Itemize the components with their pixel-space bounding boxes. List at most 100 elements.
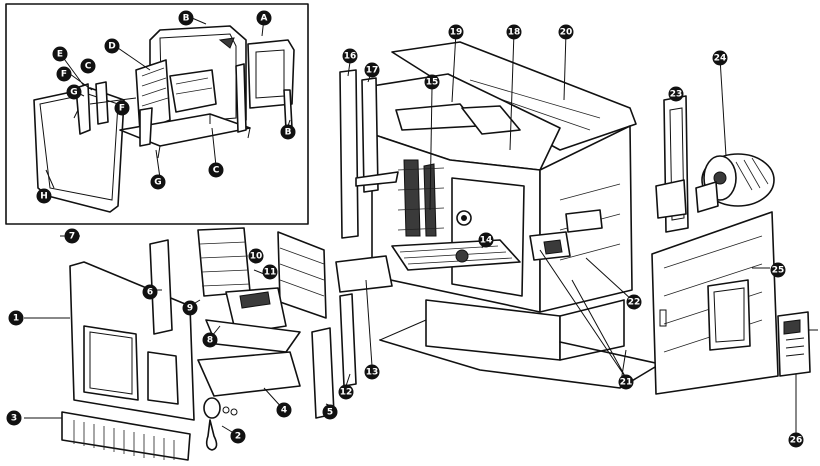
callout-25: 25 [770, 262, 786, 278]
callout-6: 6 [142, 284, 158, 300]
callout-c1: C [80, 58, 96, 74]
callout-text: 26 [790, 436, 803, 446]
callout-text: 15 [426, 78, 439, 88]
callout-f2: F [114, 100, 130, 116]
callout-text: G [154, 178, 161, 188]
callout-22: 22 [626, 294, 642, 310]
callout-text: 5 [327, 408, 333, 418]
callout-marker [8, 310, 24, 326]
callout-text: 2 [235, 432, 241, 442]
callout-text: A [261, 14, 268, 24]
callout-g2: G [150, 174, 166, 190]
front-door [61, 261, 195, 461]
firebrick-liners [197, 227, 393, 397]
callout-marker [178, 10, 194, 26]
callout-text: 24 [714, 54, 727, 64]
callout-marker [248, 248, 264, 264]
callout-text: 22 [628, 298, 641, 308]
callout-19: 19 [448, 24, 464, 40]
callout-marker [618, 374, 634, 390]
callout-marker [478, 232, 494, 248]
callout-text: B [285, 128, 292, 138]
callout-26: 26 [788, 432, 804, 448]
callout-text: H [40, 192, 48, 202]
callout-marker [788, 432, 804, 448]
callout-text: E [57, 50, 63, 60]
callout-marker [114, 100, 130, 116]
callout-marker [276, 402, 292, 418]
callout-15: 15 [424, 74, 440, 90]
callout-f1: F [56, 66, 72, 82]
callout-text: 21 [620, 378, 633, 388]
callout-h: H [36, 188, 52, 204]
callout-marker [52, 46, 68, 62]
callout-marker [150, 174, 166, 190]
inset-detail-box [5, 3, 309, 225]
callout-marker [626, 294, 642, 310]
callout-marker [208, 162, 224, 178]
callout-marker [280, 124, 296, 140]
callout-text: 7 [69, 232, 75, 242]
callout-text: 3 [11, 414, 17, 424]
callout-marker [364, 364, 380, 380]
callout-marker [448, 24, 464, 40]
callout-c2: C [208, 162, 224, 178]
callout-marker [104, 38, 120, 54]
callout-marker [56, 66, 72, 82]
callout-1: 1 [8, 310, 24, 326]
callout-11: 11 [262, 264, 278, 280]
door-handle [203, 397, 238, 451]
callout-text: C [213, 166, 220, 176]
callout-marker [342, 48, 358, 64]
callout-d: D [104, 38, 120, 54]
callout-marker [6, 410, 22, 426]
callout-text: 20 [560, 28, 573, 38]
callout-text: 19 [450, 28, 463, 38]
callout-text: 25 [772, 266, 785, 276]
callout-marker [424, 74, 440, 90]
callout-marker [262, 264, 278, 280]
blower-assembly [655, 95, 775, 233]
callout-text: 12 [340, 388, 353, 398]
callout-4: 4 [276, 402, 292, 418]
callout-marker [182, 300, 198, 316]
callout-marker [66, 84, 82, 100]
callout-marker [36, 188, 52, 204]
callout-21: 21 [618, 374, 634, 390]
callout-text: C [85, 62, 92, 72]
callout-text: 8 [207, 336, 213, 346]
callout-text: D [108, 42, 115, 52]
callout-marker [338, 384, 354, 400]
callout-text: F [61, 70, 67, 80]
callout-marker [364, 62, 380, 78]
callout-20: 20 [558, 24, 574, 40]
callout-text: F [119, 104, 125, 114]
callout-b2: B [280, 124, 296, 140]
callout-text: 6 [147, 288, 153, 298]
callout-b1: B [178, 10, 194, 26]
callout-marker [558, 24, 574, 40]
callout-text: 10 [250, 252, 263, 262]
callout-5: 5 [322, 404, 338, 420]
callout-a: A [256, 10, 272, 26]
callout-marker [202, 332, 218, 348]
callout-marker [322, 404, 338, 420]
callout-text: B [183, 14, 190, 24]
callout-text: 16 [344, 52, 357, 62]
callout-marker [80, 58, 96, 74]
callout-marker [64, 228, 80, 244]
callout-marker [142, 284, 158, 300]
callout-text: 4 [281, 406, 287, 416]
callout-text: 11 [264, 268, 277, 278]
callout-marker [668, 86, 684, 102]
callout-text: 9 [187, 304, 193, 314]
callout-9: 9 [182, 300, 198, 316]
callout-marker [256, 10, 272, 26]
callout-text: 13 [366, 368, 379, 378]
control-board [777, 311, 818, 377]
callout-marker [506, 24, 522, 40]
callout-16: 16 [342, 48, 358, 64]
callout-text: 17 [366, 66, 379, 76]
